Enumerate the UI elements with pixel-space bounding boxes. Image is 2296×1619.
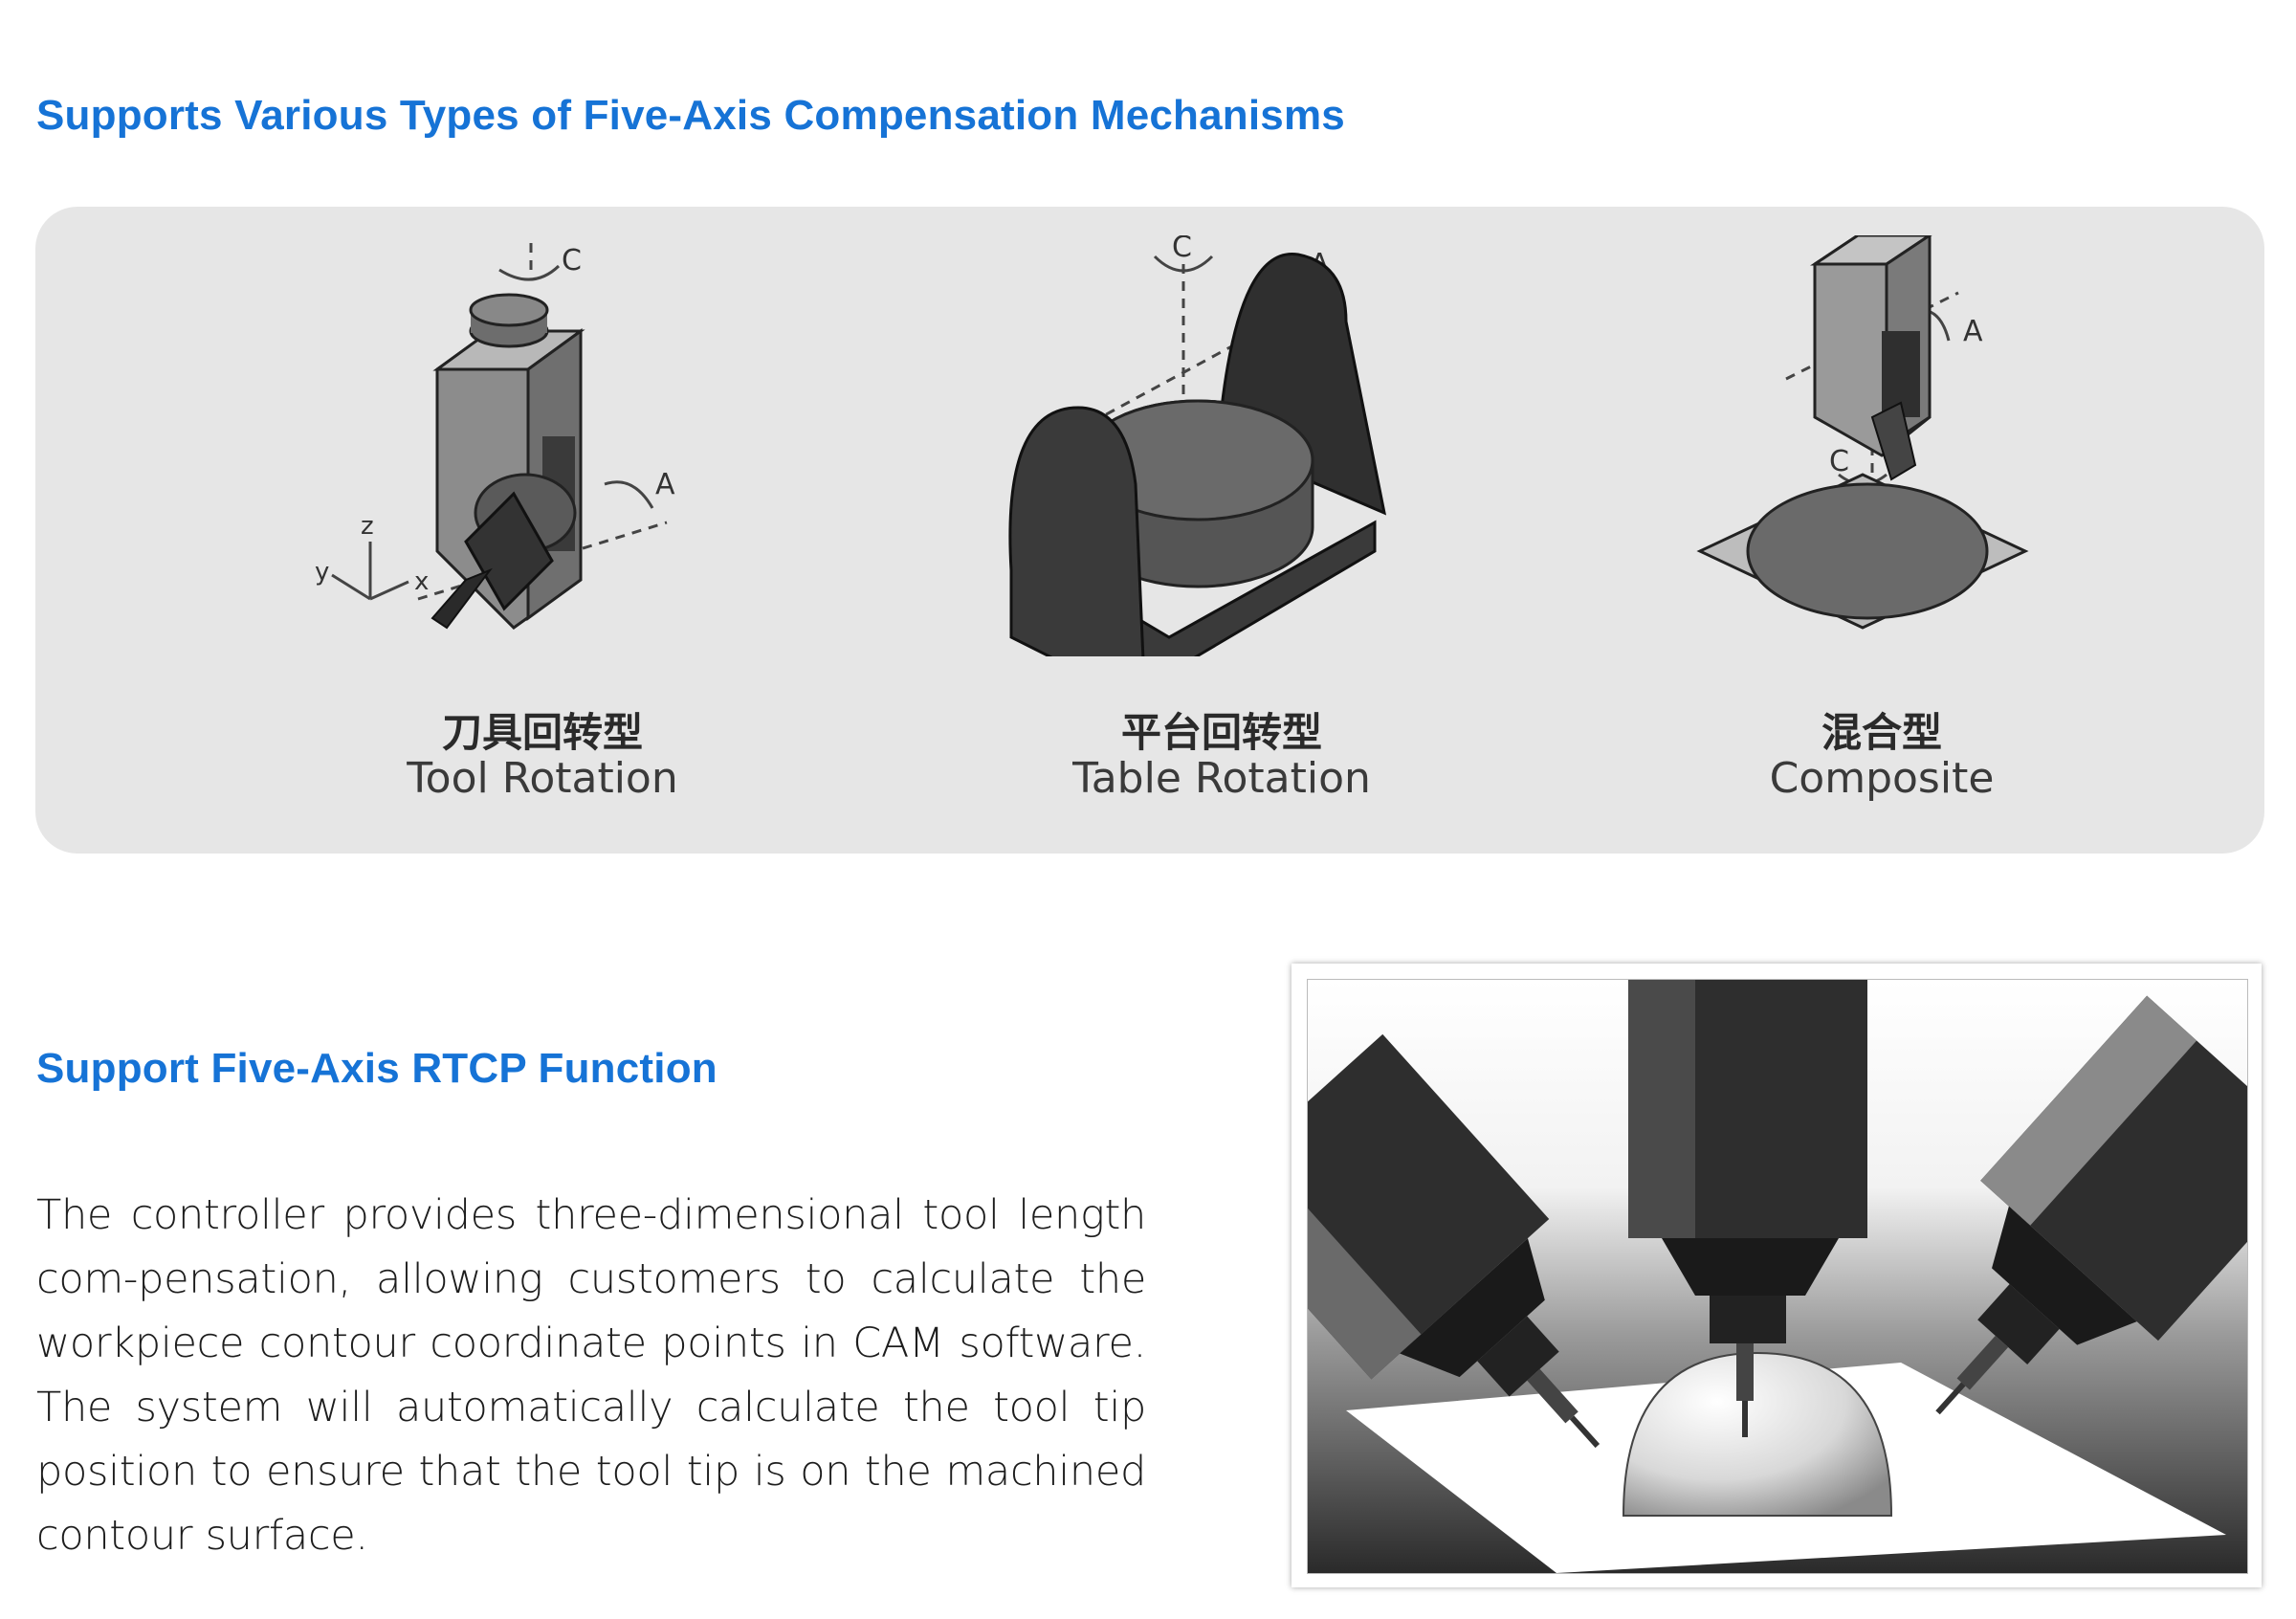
svg-text:C: C bbox=[562, 244, 582, 277]
section-title-compensation: Supports Various Types of Five-Axis Comp… bbox=[36, 92, 1345, 139]
rtcp-illustration bbox=[1292, 964, 2262, 1587]
tool-rotation-label-en: Tool Rotation bbox=[407, 754, 678, 803]
svg-text:z: z bbox=[361, 512, 374, 541]
tool-rotation-label-cn: 刀具回转型 bbox=[441, 709, 643, 756]
table-rotation-label-cn: 平台回转型 bbox=[1120, 709, 1322, 756]
rtcp-spindles-image bbox=[1308, 980, 2247, 1573]
svg-text:C: C bbox=[1829, 445, 1849, 478]
svg-text:A: A bbox=[655, 468, 675, 501]
table-rotation-diagram: C A bbox=[1008, 235, 1387, 656]
rtcp-description: The controller provides three-dimensiona… bbox=[36, 1191, 1146, 1560]
svg-text:C: C bbox=[1172, 235, 1192, 264]
compensation-types-panel: C A z y x 刀具回转型 Tool Rotation C A bbox=[35, 207, 2264, 854]
svg-text:A: A bbox=[1963, 315, 1983, 348]
table-rotation-label-en: Table Rotation bbox=[1072, 754, 1371, 803]
composite-label-cn: 混合型 bbox=[1821, 709, 1942, 756]
tool-rotation-diagram: C A z y x bbox=[315, 243, 675, 630]
svg-text:y: y bbox=[315, 558, 329, 587]
section-title-rtcp: Support Five-Axis RTCP Function bbox=[36, 1045, 718, 1092]
svg-text:x: x bbox=[414, 567, 429, 596]
composite-diagram: A C bbox=[1696, 235, 2029, 630]
composite-label-en: Composite bbox=[1769, 754, 1995, 803]
